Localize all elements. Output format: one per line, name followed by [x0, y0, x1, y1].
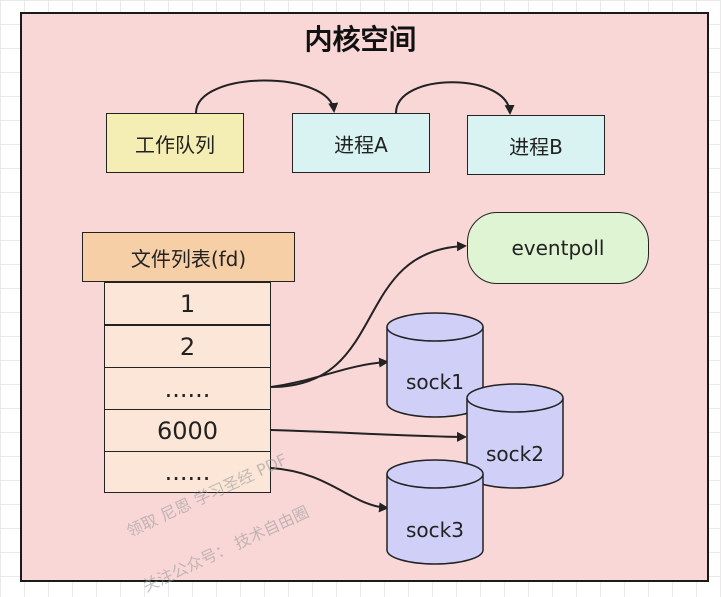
file-list-row: ......	[104, 367, 271, 410]
process-b-node: 进程B	[467, 115, 605, 175]
file-list-header: 文件列表(fd)	[82, 232, 295, 282]
arrow-process-a-to-process-b	[395, 81, 515, 115]
sock3-label: sock3	[406, 518, 464, 542]
sock2-cylinder	[466, 383, 564, 489]
file-list-row: ......	[104, 451, 271, 493]
arrow-fd-to-sock3	[270, 467, 389, 513]
arrow-fd-to-eventpoll	[270, 241, 467, 388]
diagram-title: 内核空间	[304, 23, 417, 56]
arrow-workqueue-to-process-a	[195, 79, 339, 114]
arrow-6000-to-sock2	[270, 429, 467, 442]
work-queue-node: 工作队列	[106, 113, 244, 173]
file-list-row: 1	[104, 282, 271, 325]
process-a-node: 进程A	[292, 113, 430, 173]
sock3-cylinder	[386, 459, 484, 565]
sock1-cylinder	[386, 312, 484, 418]
file-list-row: 6000	[104, 409, 271, 452]
sock1-label: sock1	[406, 370, 464, 394]
sock2-label: sock2	[486, 442, 544, 466]
arrow-fd-to-sock1	[270, 357, 389, 388]
eventpoll-node: eventpoll	[467, 212, 649, 284]
